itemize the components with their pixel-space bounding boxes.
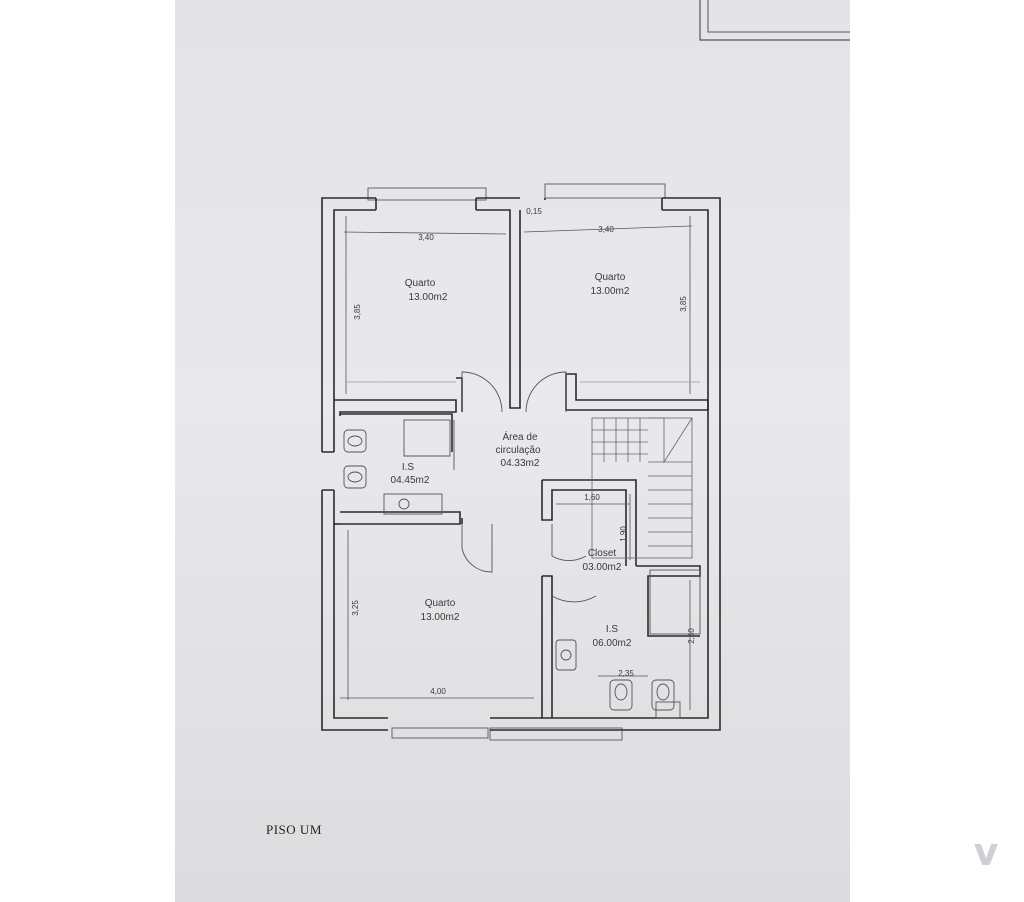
window-top-left (367, 187, 487, 201)
sink-icon (383, 493, 443, 515)
paper-sheet (175, 0, 850, 902)
watermark-logo: v (962, 828, 1010, 876)
bidet-icon-right (651, 679, 675, 711)
room-area-top-right: 13.00m2 (591, 286, 630, 297)
toilet-icon (343, 429, 367, 453)
door-swings (461, 371, 597, 603)
corner-mark (699, 0, 850, 41)
floor-title: PISO UM (266, 822, 322, 837)
room-name-closet: Closet (588, 548, 617, 559)
dim-top-left-width: 3,40 (418, 233, 434, 242)
room-area-closet: 03.00m2 (583, 562, 622, 573)
toilet-icon-right (609, 679, 633, 711)
room-name-top-left: Quarto (405, 278, 436, 289)
bidet-icon (343, 465, 367, 489)
dim-top-right-width: 3,40 (598, 225, 614, 234)
room-name-bathroom-left: I.S (402, 462, 415, 473)
dim-partition: 0,15 (526, 207, 542, 216)
bathroom-fixtures-left (343, 419, 455, 515)
dim-bottom-height: 3,25 (351, 600, 360, 616)
walls (321, 197, 721, 731)
dim-closet-height: 1,90 (619, 526, 628, 542)
sink-icon-right (555, 639, 577, 671)
room-name-bottom: Quarto (425, 598, 456, 609)
window-bottom-right (489, 727, 623, 741)
room-area-bathroom-right: 06.00m2 (593, 638, 632, 649)
room-name-circulation-2: circulação (495, 445, 540, 456)
dim-top-left-height: 3,85 (353, 304, 362, 320)
dim-top-right-height: 3,85 (679, 296, 688, 312)
dim-bath-width: 2,35 (618, 669, 634, 678)
bathroom-fixtures-right (555, 569, 701, 719)
dim-bottom-width: 4,00 (430, 687, 446, 696)
room-name-top-right: Quarto (595, 272, 626, 283)
dim-closet-width: 1,60 (584, 493, 600, 502)
room-area-top-left: 13.00m2 (409, 292, 448, 303)
room-area-circulation: 04.33m2 (501, 458, 540, 469)
room-area-bathroom-left: 04.45m2 (391, 475, 430, 486)
dimension-lines (340, 216, 700, 710)
room-name-circulation-1: Área de (502, 430, 537, 443)
corner-mark-inner (707, 0, 850, 33)
room-area-bottom: 13.00m2 (421, 612, 460, 623)
room-name-bathroom-right: I.S (606, 624, 619, 635)
stairs (591, 417, 693, 559)
window-bottom (391, 727, 489, 739)
window-top-right (544, 183, 666, 199)
dim-bath-height: 2,50 (687, 628, 696, 644)
